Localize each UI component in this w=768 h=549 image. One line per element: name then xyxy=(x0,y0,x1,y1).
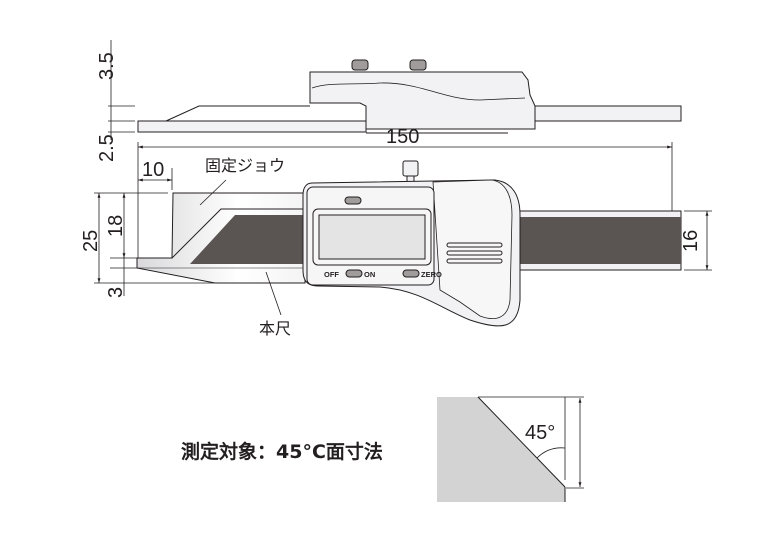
mode-button[interactable] xyxy=(344,196,362,205)
off-label: OFF xyxy=(324,270,339,279)
grip-ridge-1 xyxy=(446,242,503,248)
leader-fixed-jaw xyxy=(199,179,227,206)
top-beam-left xyxy=(137,120,367,133)
top-slider-body xyxy=(309,71,536,130)
top-button-1 xyxy=(351,59,369,71)
dim-height-jaw: 18 xyxy=(105,215,127,237)
zero-label: ZERO xyxy=(421,270,442,279)
dim-length: 150 xyxy=(386,126,419,148)
top-dimensions xyxy=(108,40,135,140)
top-beam-right xyxy=(534,105,682,122)
power-button[interactable] xyxy=(345,269,363,278)
angle-arc xyxy=(536,447,566,459)
dim-beam-width: 16 xyxy=(680,230,702,252)
angle-label: 45° xyxy=(525,422,555,444)
grip-ridge-3 xyxy=(446,258,503,264)
top-button-2 xyxy=(409,59,427,71)
on-label: ON xyxy=(364,270,375,279)
beam-scale-dark xyxy=(510,217,681,264)
label-fixed-jaw: 固定ジョウ xyxy=(205,156,285,175)
dim-height-total: 25 xyxy=(80,230,102,252)
dim-thickness-top: 3.5 xyxy=(96,52,118,80)
chamfer-figure xyxy=(437,396,584,502)
top-view xyxy=(137,59,682,134)
beam-scale-dark-left xyxy=(190,215,305,264)
leader-main-scale xyxy=(265,271,282,316)
lcd-display xyxy=(318,214,426,260)
top-slider-contour xyxy=(311,82,526,101)
measurement-caption: 測定対象：45°C面寸法 xyxy=(181,440,383,463)
front-dimensions xyxy=(94,142,712,316)
dim-jaw-offset: 10 xyxy=(142,159,164,181)
zero-button[interactable] xyxy=(402,269,420,278)
dim-thickness-bottom: 2.5 xyxy=(96,134,118,162)
thumb-roller xyxy=(402,160,419,177)
dim-height-blade: 3 xyxy=(105,287,127,298)
grip xyxy=(432,179,513,319)
label-main-scale: 本尺 xyxy=(259,319,291,338)
front-view xyxy=(136,160,682,327)
fixed-jaw-edge xyxy=(171,208,305,259)
target-workpiece xyxy=(437,397,565,502)
grip-ridge-2 xyxy=(446,250,503,256)
top-jaw-edge xyxy=(165,105,310,122)
